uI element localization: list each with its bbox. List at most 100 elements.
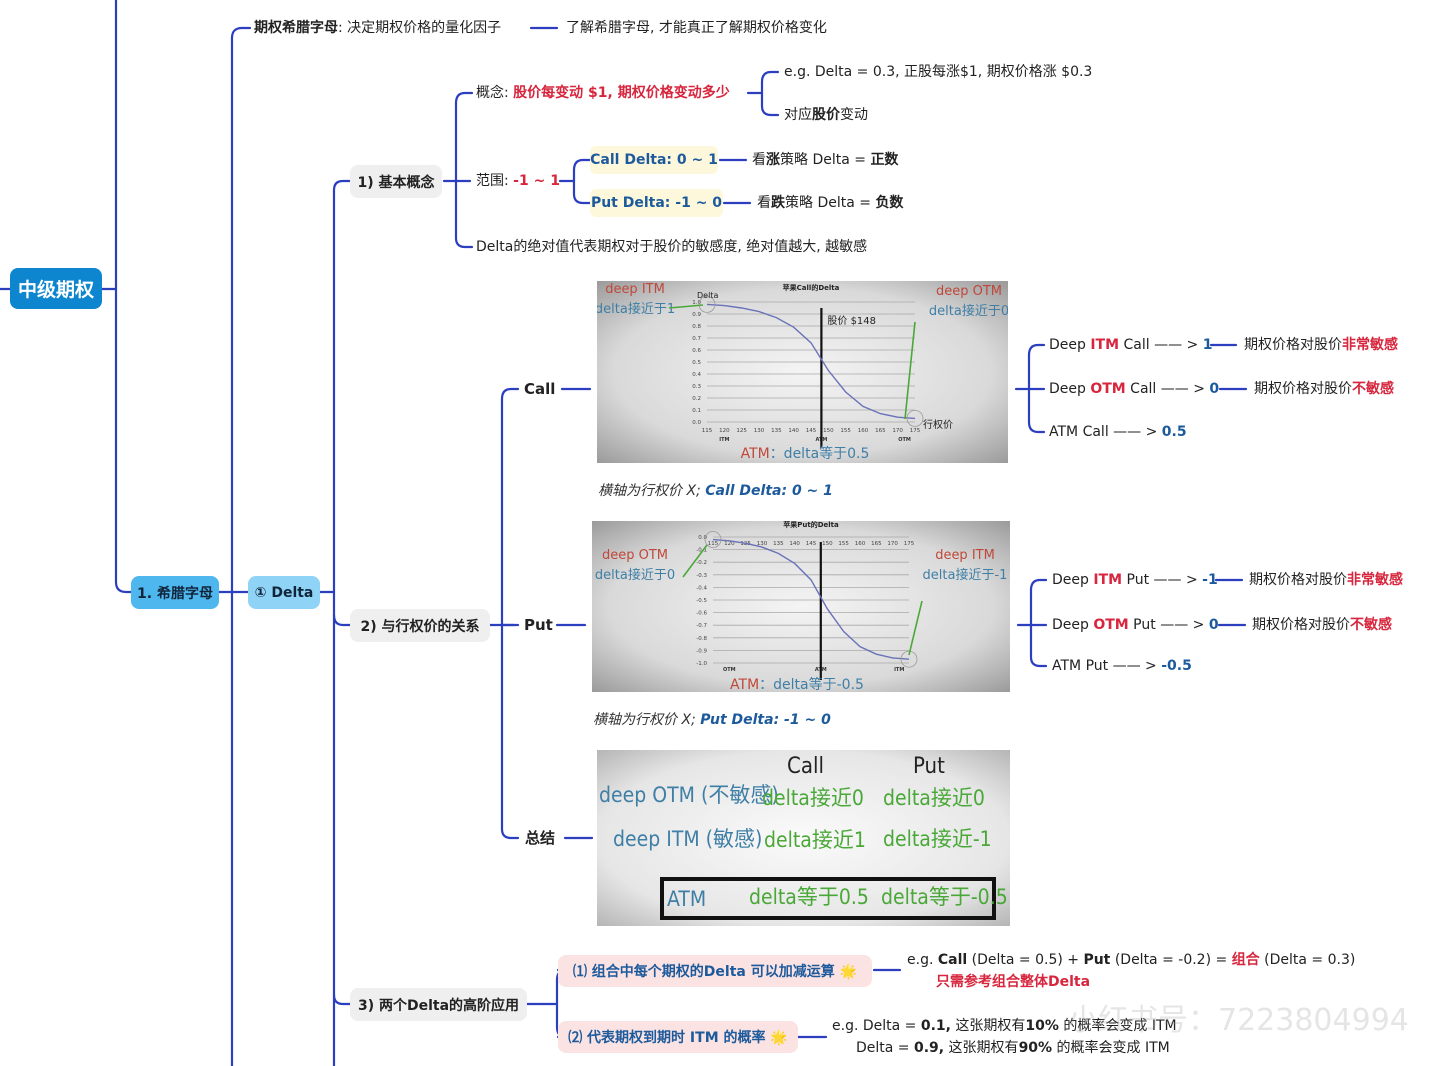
put-delta-sensitivity-note: 期权价格对股价不敏感 (1252, 616, 1392, 634)
y-tick-label: 0.0 (692, 420, 701, 426)
section-strike-relation[interactable]: 2) 与行权价的关系 (350, 609, 490, 642)
probability-example-1: e.g. Delta = 0.1, 这张期权有10% 的概率会变成 ITM (832, 1017, 1177, 1035)
x-tick-label: 150 (823, 428, 834, 434)
endpoint-circle-right (906, 409, 924, 427)
intro-note: 了解希腊字母, 才能真正了解期权价格变化 (566, 20, 827, 36)
x-tick-label: 115 (702, 428, 713, 434)
delta-additive-node[interactable]: ⑴ 组合中每个期权的Delta 可以加减运算 🌟 (558, 955, 872, 987)
annotation-pointer (668, 304, 704, 309)
put-note-pre: 看 (757, 195, 771, 211)
y-tick-label: 0.2 (692, 396, 701, 402)
put-branch[interactable]: Put (524, 616, 553, 634)
x-tick-label: 155 (840, 428, 851, 434)
annotation-pointer (908, 600, 923, 656)
annotation-left-red: deep ITM (605, 282, 665, 297)
x-tick-label: 145 (806, 541, 817, 547)
probability-line2-run: 0.9, (913, 1040, 945, 1056)
annotation-atm: ATM：delta等于-0.5 (730, 676, 864, 692)
itm-probability-node[interactable]: ⑵ 代表期权到期时 ITM 的概率 🌟 (558, 1021, 798, 1053)
call-delta-sensitivity-note: 期权价格对股价非常敏感 (1244, 336, 1398, 354)
call-delta-item: Deep ITM Call —— > 1 (1049, 336, 1212, 354)
delta-node[interactable]: ① Delta (248, 576, 320, 609)
intro-title-bold: 期权希腊字母 (254, 20, 338, 36)
range-prefix: 范围: (476, 173, 514, 189)
intro-title-rest: : 决定期权价格的量化因子 (338, 20, 502, 36)
summary-col-call: Call (787, 754, 824, 779)
summary-row-atm-label: ATM (667, 887, 707, 911)
summary-branch[interactable]: 总结 (525, 829, 556, 847)
section-strike-relation-label: 2) 与行权价的关系 (360, 618, 480, 635)
summary-row-atm-call: delta等于0.5 (749, 885, 869, 909)
call-delta-item-part: 0.5 (1161, 424, 1187, 440)
section-advanced-use[interactable]: 3) 两个Delta的高阶应用 (350, 988, 527, 1021)
y-tick-label: -0.1 (696, 548, 707, 554)
probability-line2-run: 这张期权有 (944, 1040, 1019, 1056)
y-tick-label: -0.9 (696, 648, 707, 654)
note-highlight: 非常敏感 (1347, 572, 1403, 588)
section-basic-concept[interactable]: 1) 基本概念 (350, 165, 442, 198)
greeks-node[interactable]: 1. 希腊字母 (131, 576, 219, 609)
summary-row-itm-put: delta接近-1 (883, 827, 992, 851)
y-tick-label: 0.1 (692, 408, 701, 414)
endpoint-circle-left (698, 295, 716, 313)
portfolio-delta-note: 只需参考组合整体Delta (936, 974, 1091, 990)
probability-line1-run: 的概率会变成 ITM (1058, 1018, 1177, 1034)
portfolio-delta-example: e.g. Call (Delta = 0.5) + Put (Delta = -… (907, 951, 1355, 969)
root-node[interactable]: 中级期权 (10, 268, 102, 309)
sensitivity-note: Delta的绝对值代表期权对于股价的敏感度, 绝对值越大, 越敏感 (476, 239, 868, 255)
call-delta-item: ATM Call —— > 0.5 (1049, 423, 1187, 441)
call-caption-highlight: Call Delta: 0 ~ 1 (705, 483, 833, 499)
concept-highlight: 股价每变动 $1, 期权价格变动多少 (513, 85, 730, 101)
range-text: 范围: -1 ~ 1 (476, 172, 560, 190)
call-caption-pre: 横轴为行权价 X; (598, 483, 706, 499)
x-tick-label: 150 (822, 541, 833, 547)
portfolio-example-run: 组合 (1231, 952, 1260, 968)
summary-row-otm-call: delta接近0 (762, 786, 864, 810)
x-tick-label: 160 (855, 541, 866, 547)
concept-text: 概念: 股价每变动 $1, 期权价格变动多少 (476, 84, 730, 102)
annotation-right-red: deep ITM (935, 548, 995, 563)
call-branch[interactable]: Call (524, 380, 556, 398)
probability-line2-run: Delta = (856, 1040, 914, 1056)
call-delta-chart-svg: 苹果Call的Delta0.00.10.20.30.40.50.60.70.80… (597, 282, 1008, 462)
concept-stock-bold: 股价 (812, 107, 840, 123)
y-tick-label: -0.4 (696, 585, 707, 591)
probability-line1-run: 10% (1025, 1018, 1059, 1034)
x-tick-label: 130 (754, 428, 765, 434)
note-highlight: 非常敏感 (1342, 337, 1398, 353)
call-delta-range-label: Call Delta: 0 ~ 1 (590, 152, 718, 168)
summary-row-atm-put: delta等于-0.5 (881, 885, 1008, 909)
concept-example: e.g. Delta = 0.3, 正股每涨$1, 期权价格涨 $0.3 (784, 64, 1093, 80)
y-tick-label: 0.5 (692, 360, 701, 366)
call-delta-item-part: 1 (1202, 337, 1213, 353)
delta-node-label: ① Delta (254, 584, 314, 601)
put-delta-item-part: Put —— > (1128, 617, 1209, 633)
itm-probability-label: ⑵ 代表期权到期时 ITM 的概率 🌟 (568, 1030, 788, 1046)
call-delta-range[interactable]: Call Delta: 0 ~ 1 (590, 146, 718, 174)
call-delta-item-part: Deep (1049, 337, 1091, 353)
probability-line2-run: 的概率会变成 ITM (1052, 1040, 1170, 1056)
y-tick-label: -0.5 (696, 598, 707, 604)
call-delta-item-part: Deep (1049, 381, 1091, 397)
call-note-pre: 看 (752, 152, 766, 168)
put-delta-range[interactable]: Put Delta: -1 ~ 0 (590, 189, 723, 217)
portfolio-example-run: (Delta = 0.3) (1259, 952, 1356, 968)
portfolio-example-run: (Delta = -0.2) = (1110, 952, 1232, 968)
annotation-right-blue: delta接近于-1 (923, 567, 1008, 583)
summary-row-itm-label: deep ITM (敏感) (613, 827, 763, 851)
put-delta-chart-svg: 苹果Put的Delta0.0-0.1-0.2-0.3-0.4-0.5-0.6-0… (595, 521, 1008, 692)
y-tick-label: 0.8 (692, 324, 701, 330)
put-delta-item: Deep OTM Put —— > 0 (1052, 616, 1219, 634)
call-note-mid: 策略 Delta = (780, 152, 871, 168)
put-caption-highlight: Put Delta: -1 ~ 0 (700, 712, 831, 728)
y-tick-label: 1.0 (692, 300, 701, 306)
zone-label: ITM (894, 667, 904, 673)
summary-row-otm-put: delta接近0 (883, 786, 985, 810)
root-node-label: 中级期权 (17, 279, 94, 301)
put-note-mid: 策略 Delta = (785, 195, 876, 211)
put-delta-item-part: ITM (1093, 572, 1123, 588)
chart-title: 苹果Put的Delta (783, 521, 839, 529)
put-delta-item-part: Put —— > (1122, 572, 1203, 588)
